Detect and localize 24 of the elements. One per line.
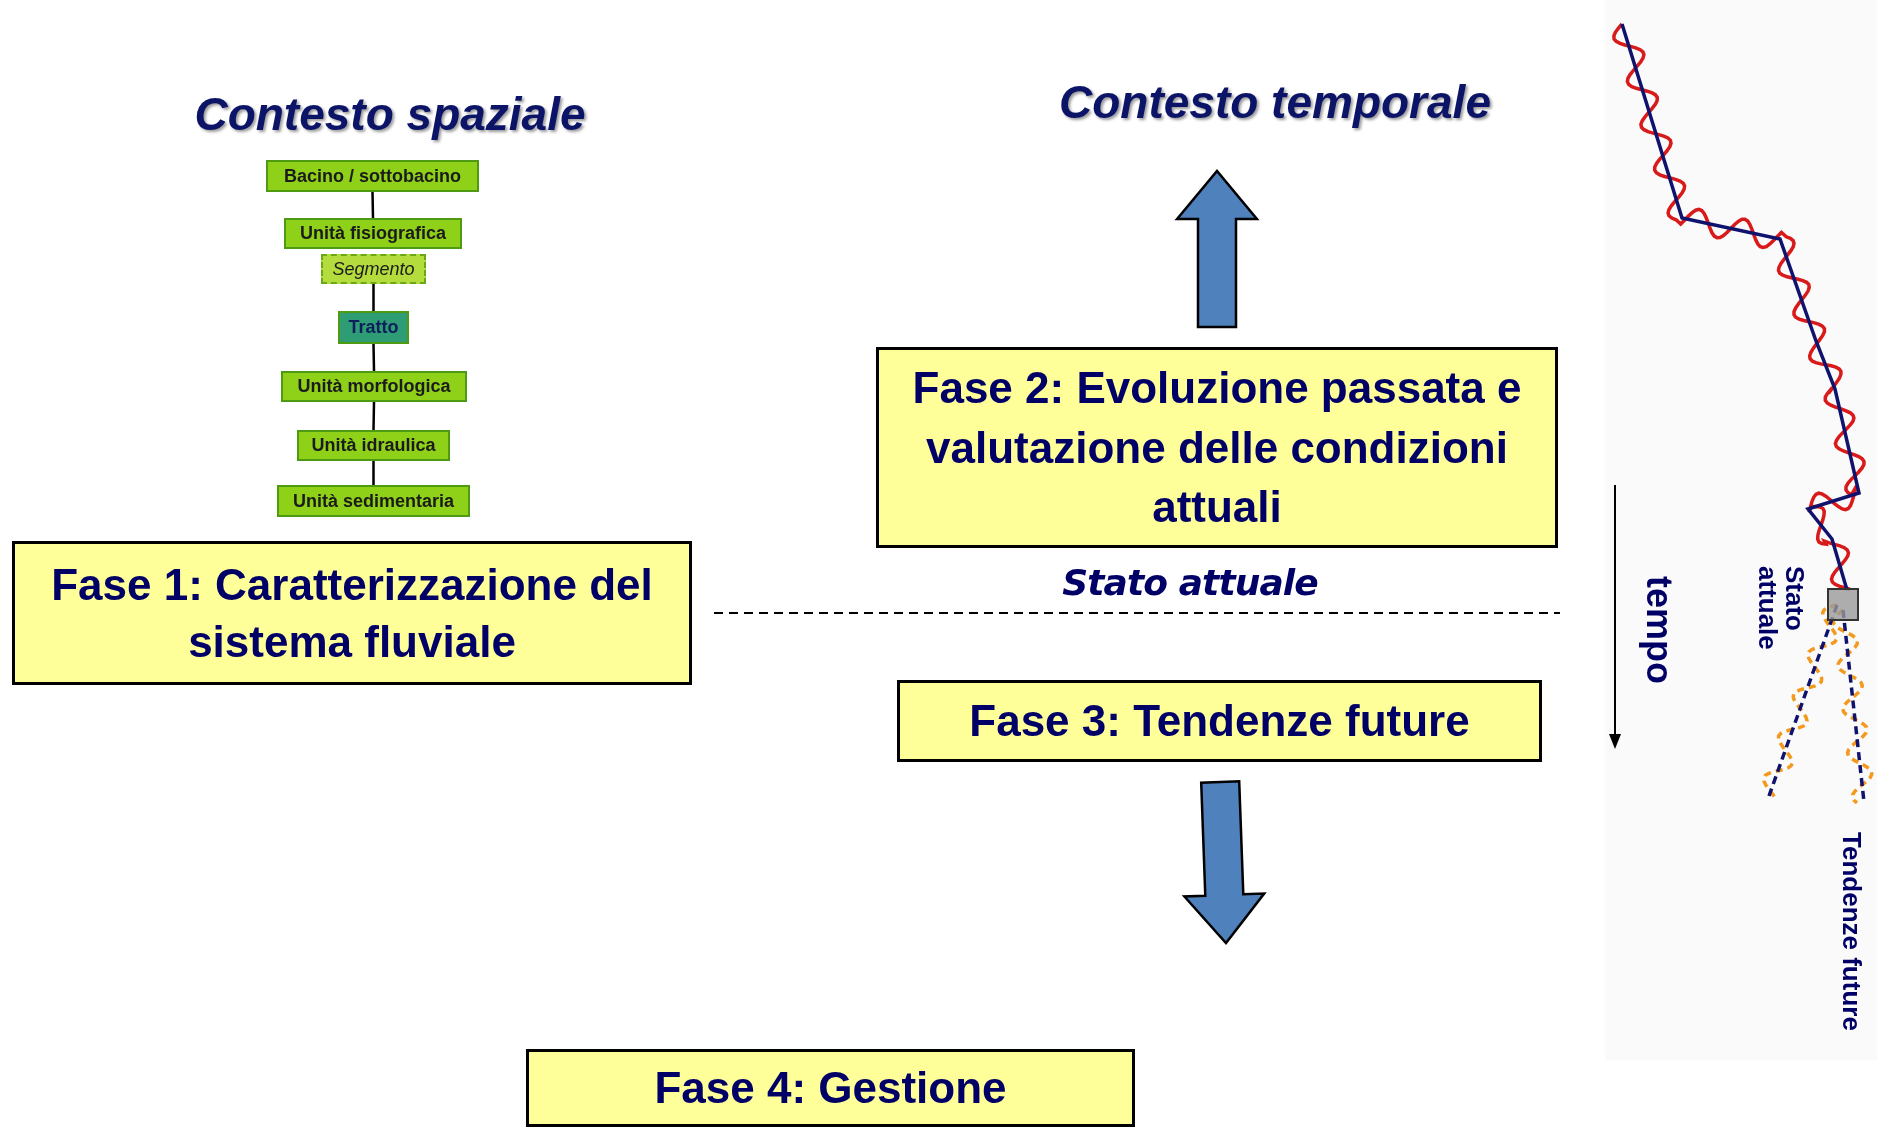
connector-line [371, 191, 375, 219]
section-title: Contesto temporale [1058, 74, 1492, 130]
block-arrow [1174, 169, 1260, 329]
level-box: Unità sedimentaria [277, 485, 470, 517]
phase-box: Fase 4: Gestione [526, 1049, 1135, 1127]
level-box: Unità morfologica [281, 371, 467, 402]
level-box: Segmento [321, 254, 426, 284]
connector-line [372, 401, 376, 431]
time-label: tempo [1638, 575, 1680, 686]
phase-box: Fase 2: Evoluzione passata e valutazione delle condizioni attuali [876, 347, 1558, 548]
section-title: Contesto spaziale [193, 86, 587, 142]
level-box: Tratto [338, 311, 409, 344]
block-arrow [1181, 780, 1267, 945]
connector-line [372, 461, 375, 485]
connector-line [372, 284, 375, 311]
level-box: Bacino / sottobacino [266, 160, 479, 192]
phase-box: Fase 1: Caratterizzazione del sistema fluviale [12, 541, 692, 685]
trend-label: Tendenze future [1836, 830, 1868, 1033]
connector-line [372, 343, 376, 372]
phase-box: Fase 3: Tendenze future [897, 680, 1542, 762]
level-box: Unità idraulica [297, 430, 450, 461]
level-box: Unità fisiografica [284, 218, 462, 249]
state-label: Stato attuale [1061, 561, 1319, 605]
state-label: Stato attuale [1752, 566, 1810, 652]
